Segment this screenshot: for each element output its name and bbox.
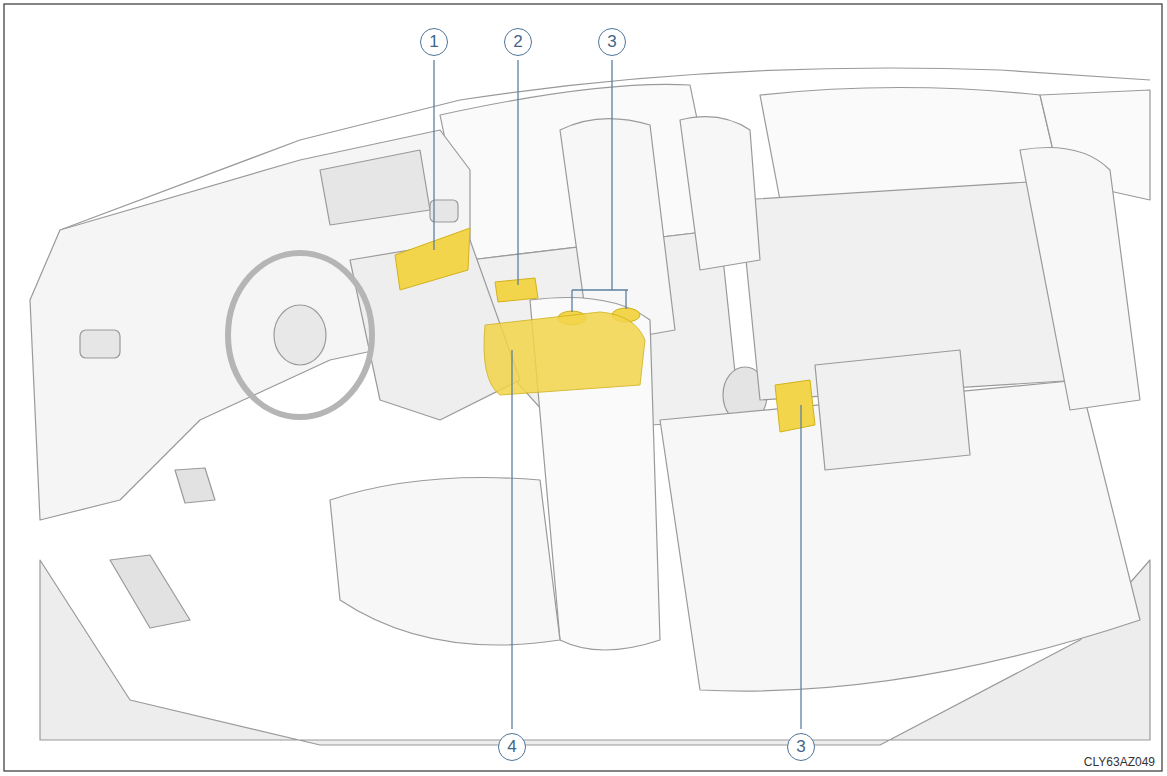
door-pocket-highlight (495, 278, 538, 302)
pedal (110, 555, 190, 628)
leader-line (517, 60, 518, 285)
rear-armrest (815, 350, 970, 470)
callout-number: 4 (498, 733, 526, 761)
leader-line (433, 60, 434, 250)
leader-line (800, 405, 801, 729)
car-interior (30, 68, 1150, 745)
glove-box-highlight (395, 228, 470, 290)
leader-bracket (572, 60, 628, 312)
leader-line (511, 350, 512, 729)
driver-seat-cushion (330, 478, 560, 646)
steering-wheel (228, 253, 372, 417)
rear-cup-holder-highlight (775, 380, 815, 432)
callout-number: 3 (787, 733, 815, 761)
callout-number: 2 (504, 28, 532, 56)
passenger-headrest (680, 117, 760, 270)
highlighted-parts (395, 228, 815, 432)
rear-seat-back (1020, 148, 1140, 411)
pedal (175, 468, 215, 503)
display (320, 150, 430, 225)
figure-code: CLY63AZ049 (1084, 755, 1155, 769)
vent (80, 330, 120, 358)
callout-number: 1 (420, 28, 448, 56)
console-box-highlight (484, 312, 645, 395)
callout-number: 3 (598, 28, 626, 56)
steering-hub (274, 305, 326, 365)
frame (4, 4, 1162, 771)
leader-lines (434, 60, 801, 729)
